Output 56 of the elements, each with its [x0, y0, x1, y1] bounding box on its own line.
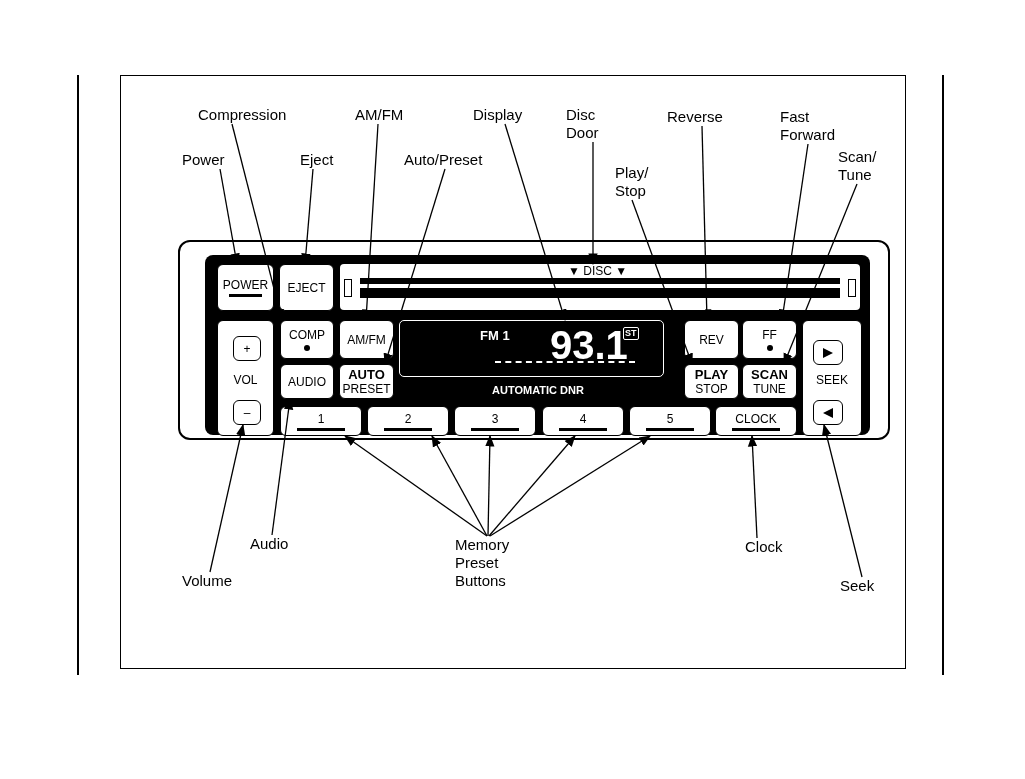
- leader-line: [209, 423, 246, 573]
- callout-label: Fast Forward: [780, 108, 850, 144]
- auto-preset-button: AUTO PRESET: [339, 364, 394, 399]
- reverse-button: REV: [684, 320, 739, 359]
- audio-button: AUDIO: [280, 364, 334, 399]
- power-button: POWER: [217, 264, 274, 311]
- callout-label: Audio: [250, 535, 300, 553]
- preset-button: 4: [542, 406, 624, 436]
- scan-tune-button: SCAN TUNE: [742, 364, 797, 399]
- volume-down-button: –: [233, 400, 261, 425]
- leader-line: [747, 434, 758, 539]
- radio-faceplate: [178, 240, 890, 440]
- disc-slot: [340, 264, 860, 310]
- callout-label: Volume: [182, 572, 252, 590]
- stereo-indicator: ST: [623, 327, 639, 340]
- leader-line: [822, 423, 863, 578]
- leader-line: [485, 434, 495, 537]
- lcd-display: [399, 320, 664, 377]
- volume-up-button: +: [233, 336, 261, 361]
- leader-line: [431, 434, 488, 537]
- volume-panel: [217, 320, 274, 436]
- callout-label: Clock: [745, 538, 795, 556]
- callout-label: Compression: [198, 106, 308, 124]
- play-stop-button: PLAY STOP: [684, 364, 739, 399]
- preset-button: 1: [280, 406, 362, 436]
- seek-panel: [802, 320, 862, 436]
- callout-label: Power: [182, 151, 242, 169]
- leader-line: [344, 435, 488, 537]
- band-text: FM 1: [480, 329, 510, 342]
- leader-line: [489, 435, 651, 537]
- seek-up-button: [813, 340, 843, 365]
- callout-label: Eject: [300, 151, 350, 169]
- volume-label: VOL: [232, 373, 259, 387]
- band-button: AM/FM: [339, 320, 394, 359]
- eject-button: EJECT: [279, 264, 334, 311]
- preset-button: 3: [454, 406, 536, 436]
- callout-label: Display: [473, 106, 543, 124]
- panel-text: AUTOMATIC DNR: [492, 384, 584, 396]
- leader-line: [488, 435, 576, 537]
- compression-button: COMP: [280, 320, 334, 359]
- seek-label: SEEK: [815, 373, 849, 387]
- callout-label: Auto/Preset: [404, 151, 504, 169]
- callout-label: Reverse: [667, 108, 737, 126]
- callout-label: Scan/ Tune: [838, 148, 883, 184]
- callout-label: Memory Preset Buttons: [455, 536, 523, 590]
- fast-forward-button: FF: [742, 320, 797, 359]
- leader-line: [588, 141, 598, 266]
- preset-button: 5: [629, 406, 711, 436]
- callout-label: Seek: [840, 577, 880, 595]
- clock-button: CLOCK: [715, 406, 797, 436]
- leader-line: [504, 123, 567, 322]
- callout-label: Play/ Stop: [615, 164, 660, 200]
- preset-button: 2: [367, 406, 449, 436]
- callout-label: AM/FM: [355, 106, 415, 124]
- callout-label: Disc Door: [566, 106, 611, 142]
- seek-down-button: [813, 400, 843, 425]
